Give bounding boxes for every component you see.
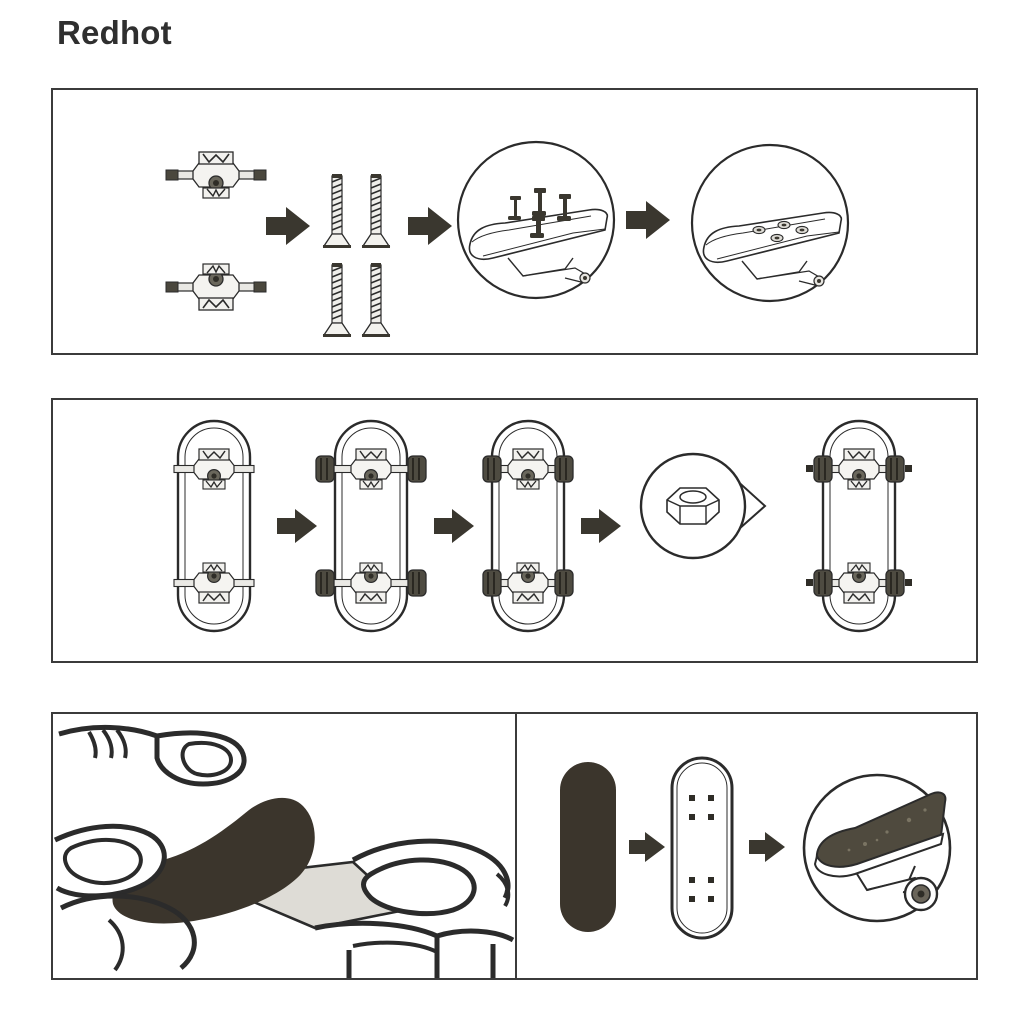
board-with-trucks xyxy=(173,419,255,633)
panel-2-illustration xyxy=(173,419,912,633)
circle-detail-deck-screws xyxy=(456,140,616,300)
arrow-right-icon-3 xyxy=(626,201,670,239)
arrow-right-icon-1 xyxy=(629,832,665,862)
panel-mounting-hardware-step xyxy=(51,88,978,355)
mounting-screws xyxy=(322,173,391,338)
griptape-to-deck-illustration xyxy=(560,756,952,940)
board-with-wheels-loose xyxy=(315,419,427,633)
hands-peel-griptape-illustration xyxy=(53,724,515,978)
deck-top-view xyxy=(670,756,734,940)
page-title: Redhot xyxy=(57,14,172,51)
panel-3-divider xyxy=(515,714,517,978)
board-with-wheels-seated xyxy=(482,419,574,633)
panel-wheels-and-nuts-step xyxy=(51,398,978,663)
panel-griptape-application-step xyxy=(51,712,978,980)
arrow-right-icon-3 xyxy=(581,509,621,543)
circle-detail-deck-holes xyxy=(690,143,850,303)
arrow-right-icon-2 xyxy=(408,207,452,245)
panel-1-illustration xyxy=(165,140,850,338)
arrow-right-icon-2 xyxy=(434,509,474,543)
arrow-right-icon-1 xyxy=(277,509,317,543)
completed-board xyxy=(806,419,912,633)
hex-nut-callout xyxy=(639,452,767,560)
circle-detail-finished-board xyxy=(802,773,952,923)
arrow-right-icon-2 xyxy=(749,832,785,862)
griptape-sheet xyxy=(560,762,616,932)
arrow-right-icon-1 xyxy=(266,207,310,245)
trucks-pair xyxy=(165,151,267,311)
